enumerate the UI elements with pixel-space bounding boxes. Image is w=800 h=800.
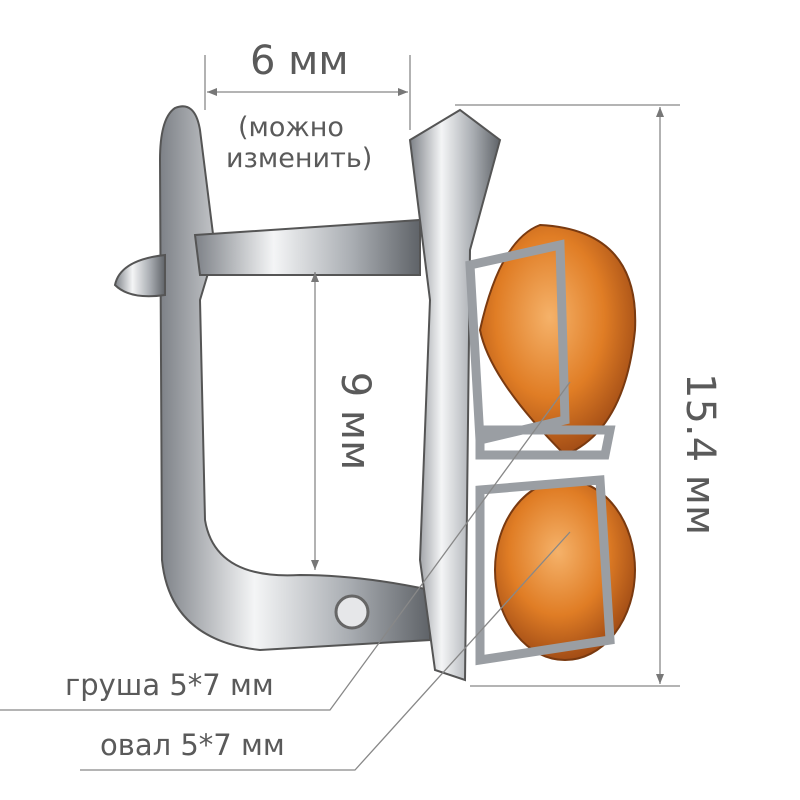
setting-prongs [465,239,616,666]
earring-front-plate [408,108,502,682]
pear-stone-label: груша 5*7 мм [65,668,274,702]
dimension-lines [0,55,680,771]
oval-stone-label: овал 5*7 мм [100,728,285,762]
inner-height-dimension-label: 9 мм [332,371,378,471]
width-dimension-label: 6 мм [250,38,349,84]
hook-tip [113,253,166,298]
width-note-line1: (можно [238,112,344,143]
earring-hook [158,105,431,652]
earring-crossbar [193,218,421,276]
total-height-dimension-label: 15.4 мм [677,373,723,536]
hinge-rivet [334,594,370,630]
width-note-line2: изменить) [226,143,373,174]
